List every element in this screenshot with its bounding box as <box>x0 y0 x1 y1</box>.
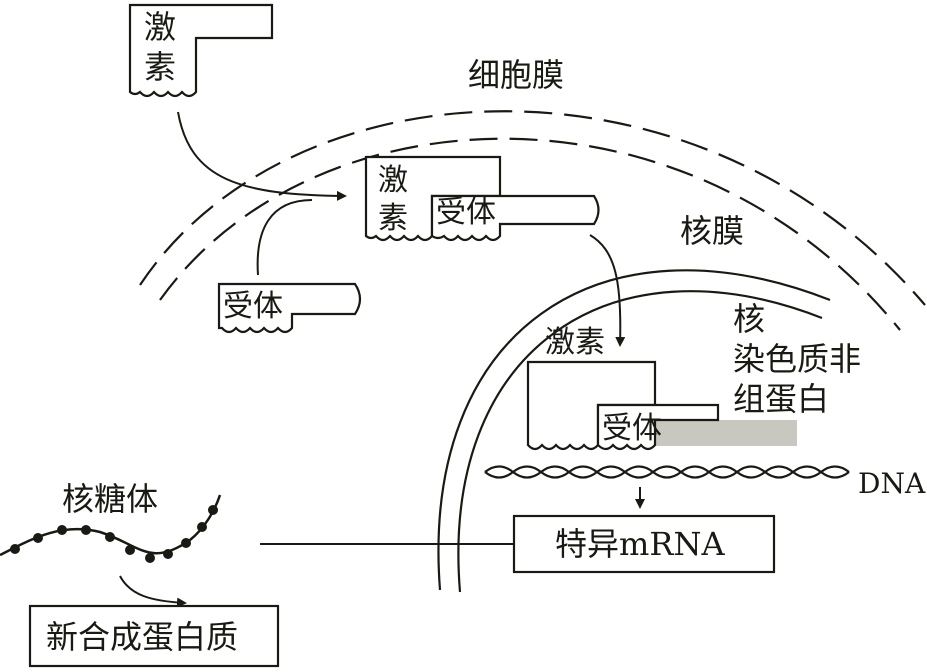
nuclear-entry-arrow <box>589 234 626 347</box>
hormone-outside-label-1: 激 <box>144 8 176 46</box>
free-receptor <box>217 282 362 334</box>
complex-hormone-label-2: 素 <box>378 201 408 236</box>
ribosome-bead <box>181 538 191 548</box>
ribosome-bead <box>197 522 207 532</box>
translation-arrow <box>119 575 187 608</box>
ribosome-bead <box>208 505 218 515</box>
ribosome-bead <box>105 532 115 542</box>
ribosome-bead <box>57 525 67 535</box>
nuclear-membrane-inner-arc <box>457 290 823 593</box>
complex-hormone-label-1: 激 <box>378 163 408 198</box>
nucleus-hormone-label: 激素 <box>545 325 605 360</box>
hormone-receptor-complex <box>364 155 600 242</box>
ribosome-bead <box>145 553 155 563</box>
cell-membrane-outer-arc <box>139 110 926 306</box>
nuclear-complex <box>526 360 797 451</box>
ribosome-label: 核糖体 <box>62 480 158 518</box>
hormone-outside <box>128 3 274 98</box>
specific-mrna-label: 特异mRNA <box>555 525 725 563</box>
ribosome-bead <box>33 533 43 543</box>
hormone-entry-arrow <box>177 111 347 201</box>
receptor-shadow <box>655 420 797 446</box>
dna-strand <box>484 465 850 479</box>
nuclear-membrane-label: 核膜 <box>680 212 744 250</box>
nonhistone-label-3: 组蛋白 <box>733 380 829 418</box>
nuclear-membrane-outer-arc <box>437 269 831 591</box>
nucleus-receptor-label: 受体 <box>602 411 662 446</box>
nuclear-hormone-shape <box>526 360 657 451</box>
nuclear-membrane <box>437 269 831 593</box>
complex-hormone-shape <box>364 155 502 242</box>
dna-label: DNA <box>858 467 926 500</box>
ribosome-bead <box>125 545 135 555</box>
cell-membrane-label: 细胞膜 <box>468 56 564 94</box>
ribosome-bead <box>81 525 91 535</box>
nonhistone-label-2: 染色质非 <box>733 340 861 378</box>
complex-receptor-label: 受体 <box>436 195 496 230</box>
receptor-binding-arrow <box>256 199 313 276</box>
nuclear-receptor-shape <box>596 403 720 451</box>
nonhistone-label-1: 核 <box>733 300 765 338</box>
dna-strand-b <box>484 465 850 479</box>
ribosome-bead <box>163 549 173 559</box>
complex-receptor-shape <box>430 194 600 242</box>
hormone-outside-label-2: 素 <box>144 48 176 86</box>
cell-membrane <box>139 110 926 331</box>
new-protein-label: 新合成蛋白质 <box>46 618 238 656</box>
hormone-outside-shape <box>128 3 274 98</box>
new-protein-box <box>28 604 280 668</box>
ribosome-chain <box>0 494 222 563</box>
free-receptor-label: 受体 <box>223 289 283 324</box>
free-receptor-shape <box>217 282 362 334</box>
ribosome-bead <box>10 544 20 554</box>
dna-strand-a <box>484 465 850 479</box>
